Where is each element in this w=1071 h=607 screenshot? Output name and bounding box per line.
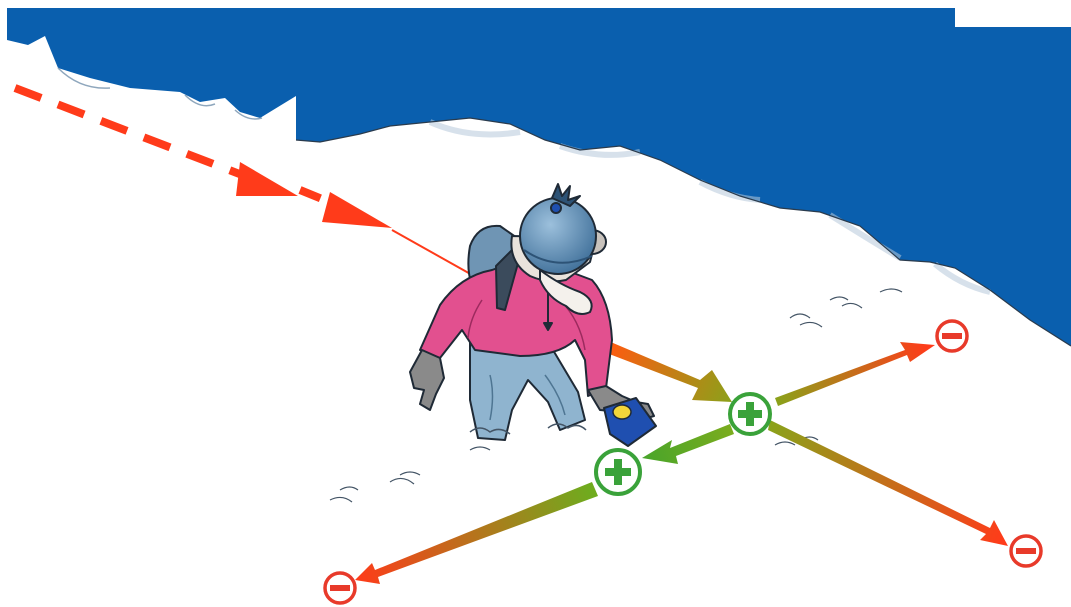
- minus-marker-bottom-left: [325, 573, 355, 603]
- minus-marker-bottom-right: [1011, 536, 1041, 566]
- plus-marker-1: [730, 394, 770, 434]
- back-snow-slope: [7, 36, 296, 607]
- plus-marker-2: [596, 450, 640, 494]
- front-panel: [296, 27, 1071, 607]
- hat-button: [551, 203, 561, 213]
- minus-marker-top-right: [937, 321, 967, 351]
